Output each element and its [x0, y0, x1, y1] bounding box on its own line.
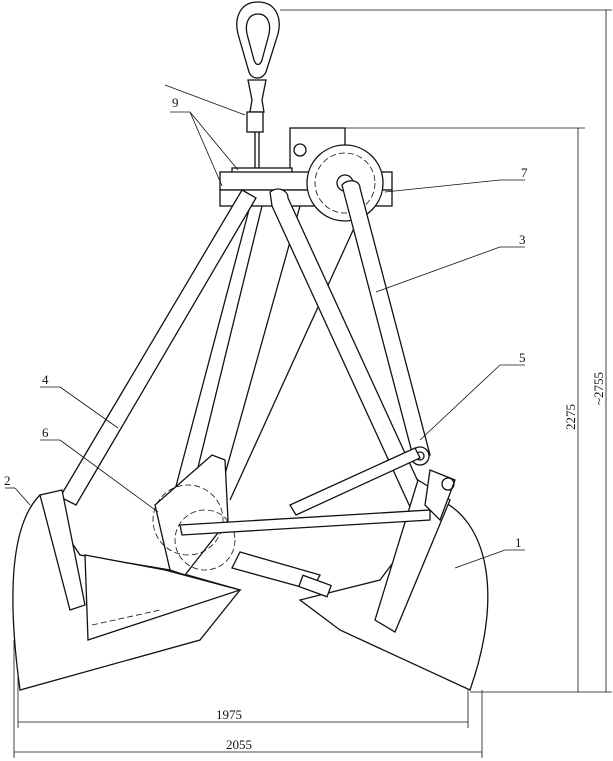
left-arm	[59, 189, 257, 506]
leader-lines	[5, 84, 525, 569]
dimension-height-total: ~2755	[591, 372, 606, 405]
label-9: 9	[172, 95, 179, 110]
hook	[236, 1, 280, 172]
label-5: 5	[519, 350, 526, 365]
cross-arm	[269, 188, 433, 521]
dimension-inner-width: 1975	[216, 707, 242, 722]
label-4: 4	[42, 372, 49, 387]
label-6: 6	[42, 425, 49, 440]
dimension-height-body: 2275	[563, 404, 578, 430]
right-shell	[298, 479, 489, 691]
left-shell	[12, 489, 243, 691]
dimension-outer-width: 2055	[226, 737, 252, 752]
ropes	[174, 205, 361, 511]
label-3: 3	[519, 232, 526, 247]
label-1: 1	[515, 535, 522, 550]
dimension-lines	[14, 10, 607, 753]
lower-block	[152, 447, 456, 598]
extension-lines	[13, 9, 612, 758]
label-7: 7	[521, 165, 528, 180]
upper-crossbar	[219, 127, 393, 222]
label-2: 2	[4, 473, 11, 488]
